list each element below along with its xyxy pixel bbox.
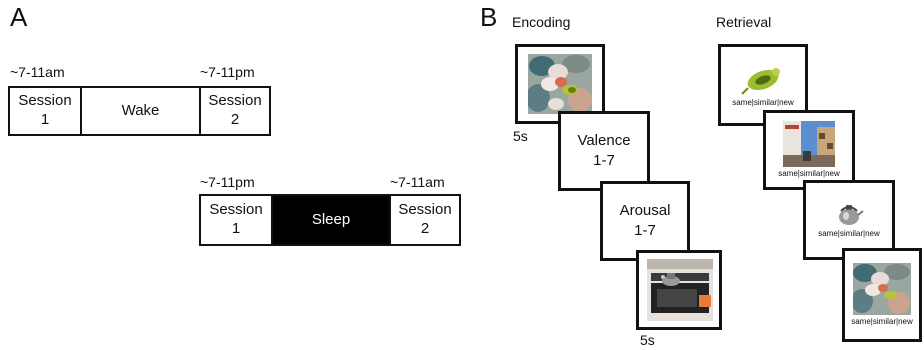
sleep-session-1-label: Session xyxy=(209,201,263,219)
encoding-first-duration: 5s xyxy=(513,128,528,144)
wake-label: Wake xyxy=(121,101,160,119)
flower-stones-image-retrieval xyxy=(853,262,911,315)
flower-stones-image xyxy=(528,54,592,114)
kitchen-kettle-image xyxy=(647,259,713,321)
wake-period: Wake xyxy=(80,86,201,136)
street-scene-image xyxy=(783,120,835,167)
wake-session-2-number: 2 xyxy=(230,111,240,128)
sleep-session-2-label: Session xyxy=(398,201,452,219)
wake-start-time: ~7-11am xyxy=(10,64,65,80)
arousal-card: Arousal 1-7 xyxy=(600,181,690,261)
kettle-image xyxy=(839,204,864,225)
sleep-period: Sleep xyxy=(271,194,391,246)
sleep-session-1-number: 1 xyxy=(231,220,241,237)
sleep-session-2-number: 2 xyxy=(420,220,430,237)
arousal-label: Arousal xyxy=(619,201,671,219)
retrieval-card-4: same|similar|new xyxy=(842,248,922,342)
wake-session-1-label: Session xyxy=(18,92,72,110)
panel-b-label: B xyxy=(480,2,498,32)
valence-card: Valence 1-7 xyxy=(558,111,650,191)
encoding-last-duration: 5s xyxy=(640,332,655,348)
green-bug-image xyxy=(741,67,780,95)
arousal-scale: 1-7 xyxy=(634,222,656,239)
sleep-label: Sleep xyxy=(311,210,351,228)
valence-scale: 1-7 xyxy=(593,152,615,169)
wake-session-1-number: 1 xyxy=(40,111,50,128)
sleep-start-time: ~7-11pm xyxy=(200,174,255,190)
wake-session-2-label: Session xyxy=(208,92,262,110)
retrieval-response-4: same|similar|new xyxy=(851,316,913,326)
valence-label: Valence xyxy=(577,131,631,149)
sleep-end-time: ~7-11am xyxy=(390,174,445,190)
encoding-title: Encoding xyxy=(512,14,571,30)
wake-end-time: ~7-11pm xyxy=(200,64,255,80)
panel-a-label: A xyxy=(10,2,28,32)
encoding-image-card-4 xyxy=(636,250,722,330)
encoding-image-card-1 xyxy=(515,44,605,124)
retrieval-response-3: same|similar|new xyxy=(818,228,880,238)
retrieval-response-1: same|similar|new xyxy=(732,97,794,107)
retrieval-response-2: same|similar|new xyxy=(778,168,840,178)
retrieval-title: Retrieval xyxy=(716,14,772,30)
retrieval-card-2: same|similar|new xyxy=(763,110,855,190)
